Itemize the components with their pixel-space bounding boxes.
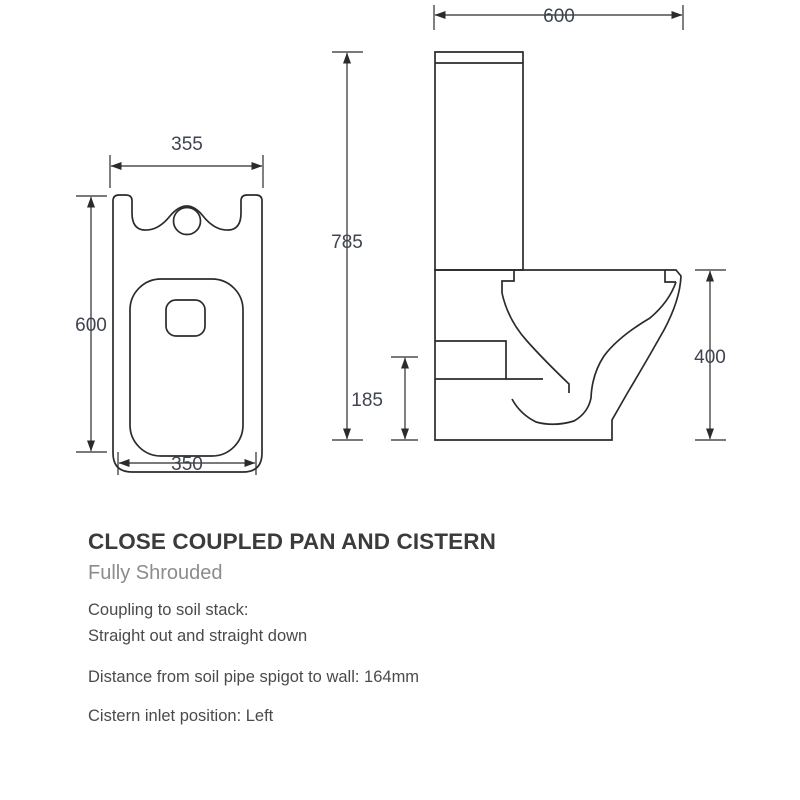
spacer-1 <box>88 649 748 665</box>
coupling-value: Straight out and straight down <box>88 626 308 645</box>
dim-side-spigot-height <box>391 356 418 441</box>
specification-block: CLOSE COUPLED PAN AND CISTERN Fully Shro… <box>88 528 748 729</box>
dim-side-total-height <box>332 51 363 441</box>
dim-front-width-bottom <box>117 452 257 475</box>
front-bowl-outlet <box>165 299 206 337</box>
dim-side-pan-height <box>695 269 726 441</box>
technical-drawing-svg: 355 600 350 600 785 185 400 <box>75 5 726 475</box>
dim-label-side-pan-height: 400 <box>694 347 726 368</box>
side-bowl-profile <box>501 292 570 393</box>
dim-label-front-width-top: 355 <box>171 134 203 155</box>
dim-label-side-depth: 600 <box>543 6 575 27</box>
front-view-outline <box>112 194 263 473</box>
dim-front-width-top <box>109 155 264 188</box>
dim-label-side-total-height: 785 <box>331 232 363 253</box>
spacer-2 <box>88 691 748 704</box>
coupling-label: Coupling to soil stack: <box>88 601 249 619</box>
side-cistern-outline <box>434 51 524 271</box>
dim-label-side-spigot-height: 185 <box>351 390 383 411</box>
side-pan-rim-notches <box>501 270 676 293</box>
side-pan-outline <box>434 269 682 441</box>
cistern-inlet-position: Cistern inlet position: Left <box>88 706 274 725</box>
spigot-distance: Distance from soil pipe spigot to wall: … <box>88 668 420 687</box>
page-title: CLOSE COUPLED PAN AND CISTERN <box>88 529 496 554</box>
dim-label-front-width-bottom: 350 <box>171 454 203 475</box>
side-spigot-outline <box>435 340 543 380</box>
dim-label-front-height: 600 <box>75 315 107 336</box>
product-subtitle: Fully Shrouded <box>88 562 223 584</box>
dim-front-height <box>76 195 107 453</box>
front-bowl-outline <box>129 278 244 457</box>
side-bowl-trap-profile <box>511 281 677 426</box>
flush-button-circle <box>172 206 202 236</box>
dim-side-depth <box>433 5 684 30</box>
